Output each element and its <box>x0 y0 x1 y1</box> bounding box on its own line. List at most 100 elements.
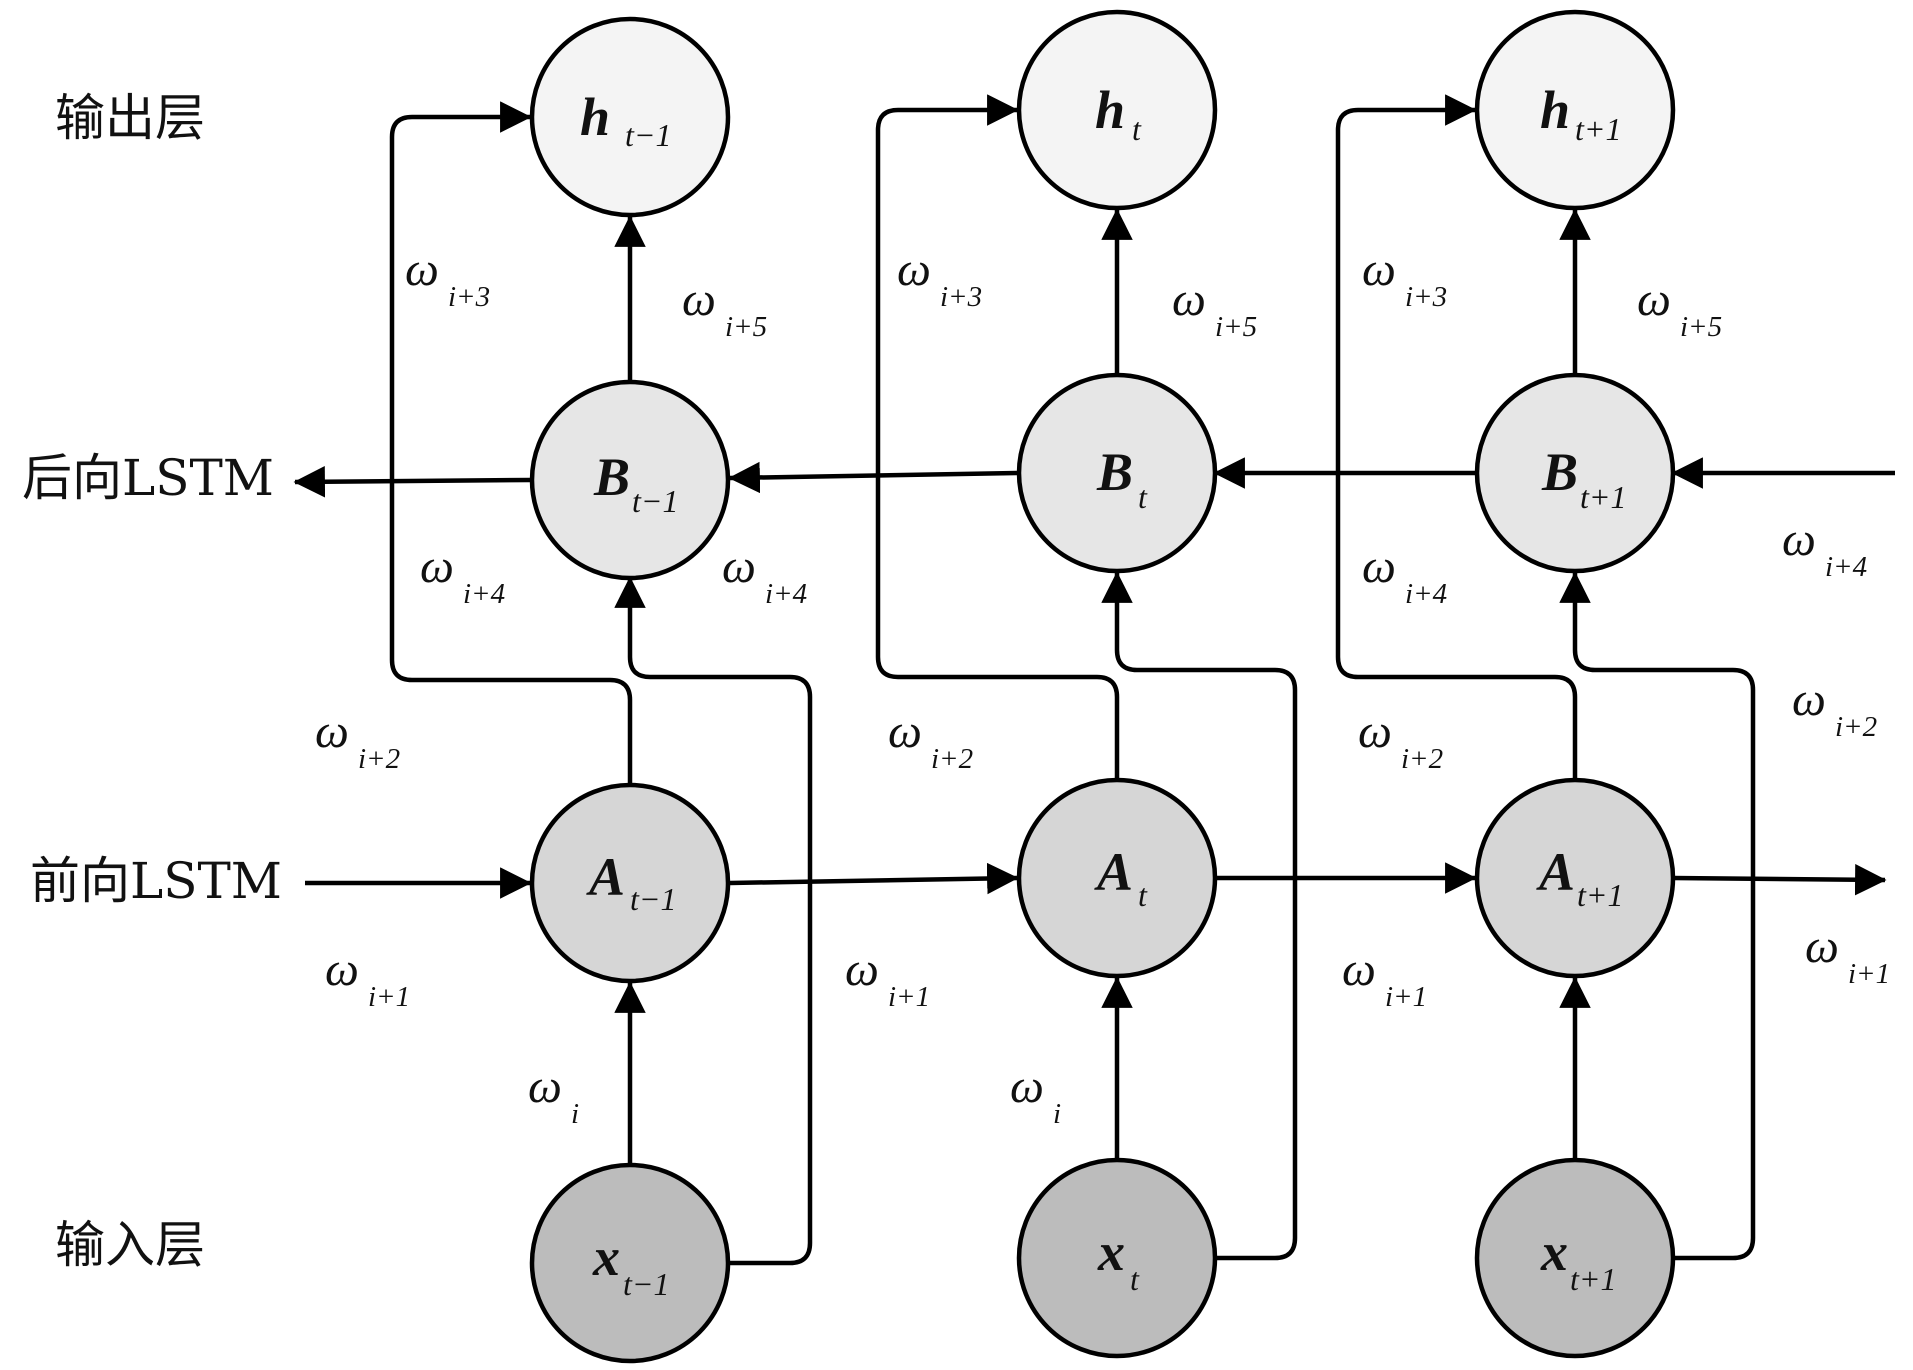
node-main-label: x <box>1097 1222 1125 1282</box>
node-sub-label: t+1 <box>1575 111 1621 147</box>
weight-label-i1: ω i+1 <box>1805 920 1890 990</box>
weight-label-i2: ω i+2 <box>1792 673 1877 743</box>
node-sub-label: t−1 <box>632 483 678 519</box>
weight-label-i3: ω i+3 <box>897 243 982 313</box>
layer-label-backward: 后向LSTM <box>22 449 274 507</box>
weight-label-i4: ω i+4 <box>1362 540 1447 610</box>
svg-text:i+3: i+3 <box>940 281 982 313</box>
weight-label-i1: ω i+1 <box>1342 943 1427 1013</box>
weight-label-i5: ω i+5 <box>682 273 767 343</box>
edge-forward-out <box>1672 863 1887 896</box>
weight-label-i2: ω i+2 <box>315 705 400 775</box>
svg-text:i+4: i+4 <box>765 578 807 610</box>
svg-text:i+2: i+2 <box>1835 711 1877 743</box>
edge-a0-h0 <box>389 101 633 783</box>
backward-node-1: B t <box>1016 372 1218 574</box>
node-sub-label: t+1 <box>1570 1261 1616 1297</box>
svg-text:i: i <box>1053 1098 1061 1130</box>
svg-text:ω: ω <box>1362 243 1396 296</box>
output-node-0: h t−1 <box>529 16 731 218</box>
svg-text:i+3: i+3 <box>1405 281 1447 313</box>
svg-text:i: i <box>571 1098 579 1130</box>
weight-label-i4: ωi+4 <box>722 540 807 610</box>
node-main-label: x <box>1540 1222 1568 1282</box>
svg-text:ω: ω <box>1342 943 1376 996</box>
node-main-label: A <box>1094 842 1133 902</box>
weight-label-i5: ω i+5 <box>1172 273 1257 343</box>
column-edges-2 <box>1335 94 1756 1261</box>
svg-text:ω: ω <box>315 705 349 758</box>
node-main-label: A <box>1536 842 1575 902</box>
edge-forward-a0-a1 <box>729 862 1019 895</box>
node-sub-label: t+1 <box>1580 479 1626 515</box>
svg-text:i+4: i+4 <box>1405 578 1447 610</box>
svg-text:ω: ω <box>897 243 931 296</box>
svg-text:ω: ω <box>845 943 879 996</box>
weight-label-i1: ω i+1 <box>845 943 930 1013</box>
node-sub-label: t+1 <box>1577 877 1623 913</box>
weight-label-i2: ωi+2 <box>888 705 973 775</box>
weight-label-i1: ω i+1 <box>325 943 410 1013</box>
weight-labels: ωi+3 ωi+5 ωi+4 ωi+4 ωi+2 ωi+1 ωi ωi+1 ωi… <box>315 243 1890 1130</box>
layer-label-forward: 前向LSTM <box>30 852 282 910</box>
edge-a1-h1 <box>875 94 1120 778</box>
weight-label-i4: ω i+4 <box>1782 513 1867 583</box>
svg-text:ω: ω <box>1637 273 1671 326</box>
svg-text:i+5: i+5 <box>1215 311 1257 343</box>
node-sub-label: t−1 <box>630 881 676 917</box>
backward-chain <box>293 457 1895 498</box>
node-main-label: B <box>1541 442 1578 502</box>
layer-label-input: 输入层 <box>55 1216 205 1274</box>
node-sub-label: t <box>1132 111 1142 147</box>
svg-text:ω: ω <box>528 1060 562 1113</box>
svg-text:i+2: i+2 <box>1401 743 1443 775</box>
node-main-label: h <box>580 87 610 147</box>
svg-text:i+4: i+4 <box>1825 551 1867 583</box>
edge-a2-h2 <box>1335 94 1578 778</box>
node-main-label: h <box>1095 80 1125 140</box>
edge-backward-b1-b0 <box>728 461 1018 494</box>
edge-x0-b0 <box>614 576 813 1266</box>
forward-node-1: A t <box>1016 777 1218 979</box>
node-main-label: h <box>1540 80 1570 140</box>
svg-text:i+1: i+1 <box>888 981 930 1013</box>
forward-chain <box>305 862 1887 899</box>
svg-text:i+1: i+1 <box>368 981 410 1013</box>
svg-text:ω: ω <box>888 705 922 758</box>
weight-label-i2: ω i+2 <box>1358 705 1443 775</box>
weight-label-i4: ωi+4 <box>420 540 505 610</box>
column-edges-0 <box>389 101 813 1266</box>
weight-label-i: ωi <box>1010 1060 1061 1130</box>
svg-text:ω: ω <box>1358 705 1392 758</box>
node-sub-label: t−1 <box>623 1266 669 1302</box>
weight-label-i3: ω i+3 <box>1362 243 1447 313</box>
svg-text:i+5: i+5 <box>1680 311 1722 343</box>
svg-text:i+1: i+1 <box>1848 958 1890 990</box>
svg-text:ω: ω <box>1792 673 1826 726</box>
backward-node-0: B t−1 <box>529 379 731 581</box>
backward-node-2: B t+1 <box>1474 372 1676 574</box>
input-node-0: x t−1 <box>529 1162 731 1364</box>
forward-node-0: A t−1 <box>529 782 731 984</box>
svg-text:ω: ω <box>1362 540 1396 593</box>
svg-text:ω: ω <box>1010 1060 1044 1113</box>
output-node-1: h t <box>1016 9 1218 211</box>
svg-text:i+3: i+3 <box>448 281 490 313</box>
svg-text:i+2: i+2 <box>358 743 400 775</box>
node-main-label: x <box>592 1227 620 1287</box>
svg-text:ω: ω <box>682 273 716 326</box>
svg-text:i+1: i+1 <box>1385 981 1427 1013</box>
svg-text:i+5: i+5 <box>725 311 767 343</box>
layer-label-output: 输出层 <box>55 89 205 147</box>
svg-text:ω: ω <box>1782 513 1816 566</box>
column-edges-1 <box>875 94 1298 1261</box>
output-node-2: h t+1 <box>1474 9 1676 211</box>
edge-x2-b2 <box>1559 571 1756 1261</box>
svg-text:ω: ω <box>1172 273 1206 326</box>
svg-text:ω: ω <box>325 943 359 996</box>
forward-node-2: A t+1 <box>1474 777 1676 979</box>
node-main-label: A <box>586 847 625 907</box>
svg-text:ω: ω <box>1805 920 1839 973</box>
weight-label-i: ωi <box>528 1060 579 1130</box>
